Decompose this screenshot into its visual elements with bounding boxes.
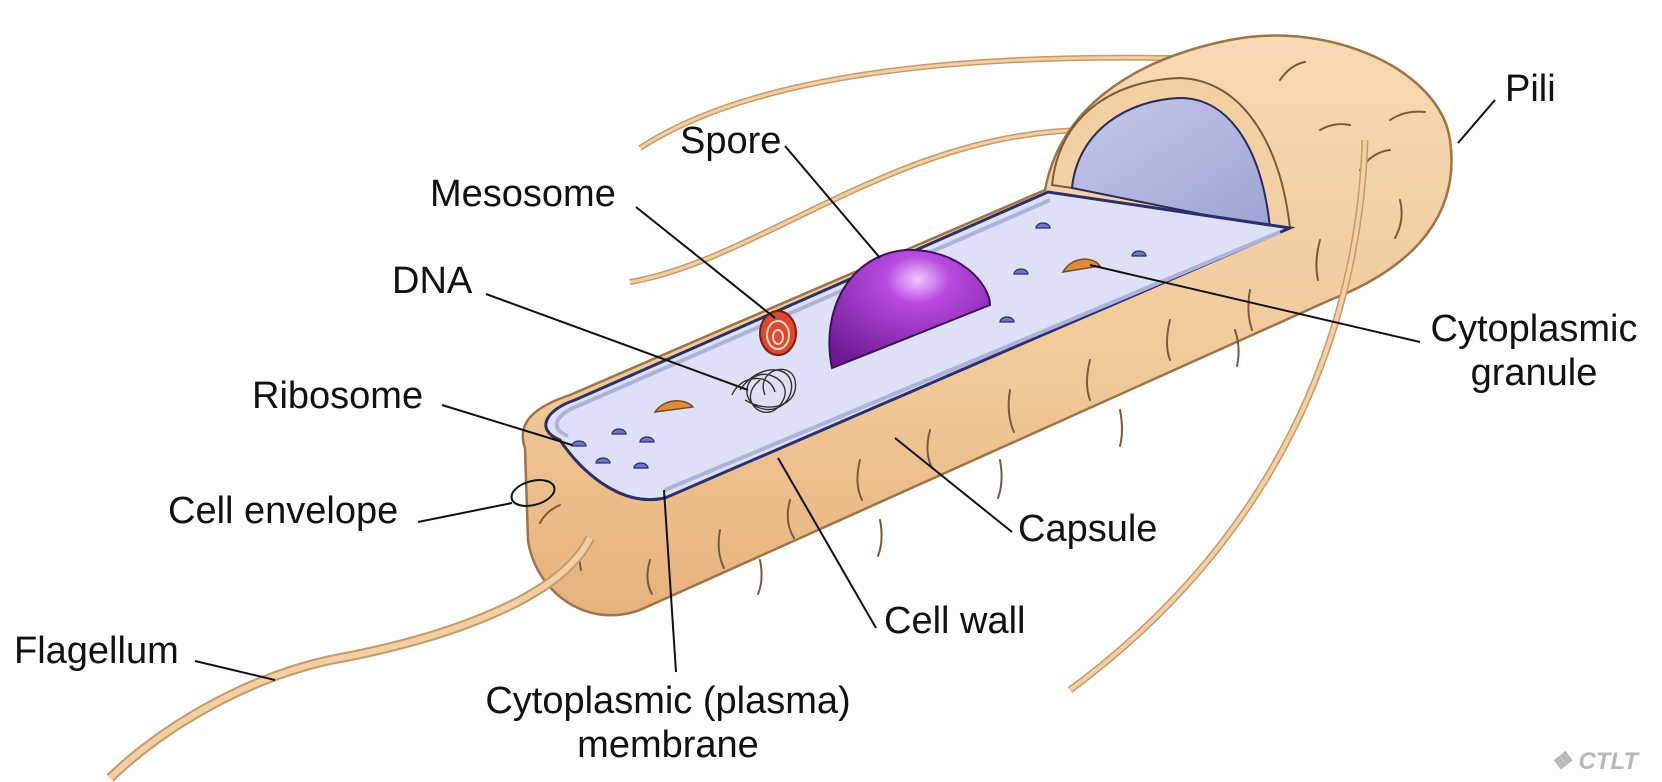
mesosome bbox=[760, 311, 796, 355]
leader-cell-envelope bbox=[418, 503, 512, 522]
ctlt-logo: ❖ CTLT bbox=[1550, 747, 1638, 776]
label-dna: DNA bbox=[392, 260, 472, 304]
leader-pili bbox=[1458, 100, 1495, 143]
label-cytoplasmic-membrane-line1: Cytoplasmic (plasma) bbox=[478, 680, 858, 724]
label-cytoplasmic-membrane: Cytoplasmic (plasma) membrane bbox=[478, 680, 858, 767]
label-cell-wall: Cell wall bbox=[884, 600, 1025, 644]
label-pili: Pili bbox=[1505, 68, 1556, 112]
ctlt-logo-text: CTLT bbox=[1578, 748, 1638, 775]
label-flagellum: Flagellum bbox=[14, 630, 179, 674]
label-ribosome: Ribosome bbox=[252, 375, 423, 419]
label-spore: Spore bbox=[680, 120, 781, 164]
label-cytoplasmic-granule-line1: Cytoplasmic bbox=[1426, 308, 1642, 352]
label-cytoplasmic-granule-line2: granule bbox=[1426, 352, 1642, 396]
label-cytoplasmic-membrane-line2: membrane bbox=[478, 724, 858, 768]
leader-mesosome bbox=[636, 207, 775, 318]
label-cell-envelope: Cell envelope bbox=[168, 490, 398, 534]
leader-flagellum bbox=[195, 661, 275, 680]
label-capsule: Capsule bbox=[1018, 508, 1157, 552]
label-cytoplasmic-granule: Cytoplasmic granule bbox=[1426, 308, 1642, 395]
ctlt-logo-icon: ❖ bbox=[1550, 748, 1572, 775]
label-mesosome: Mesosome bbox=[430, 173, 616, 217]
leader-spore bbox=[785, 146, 880, 258]
